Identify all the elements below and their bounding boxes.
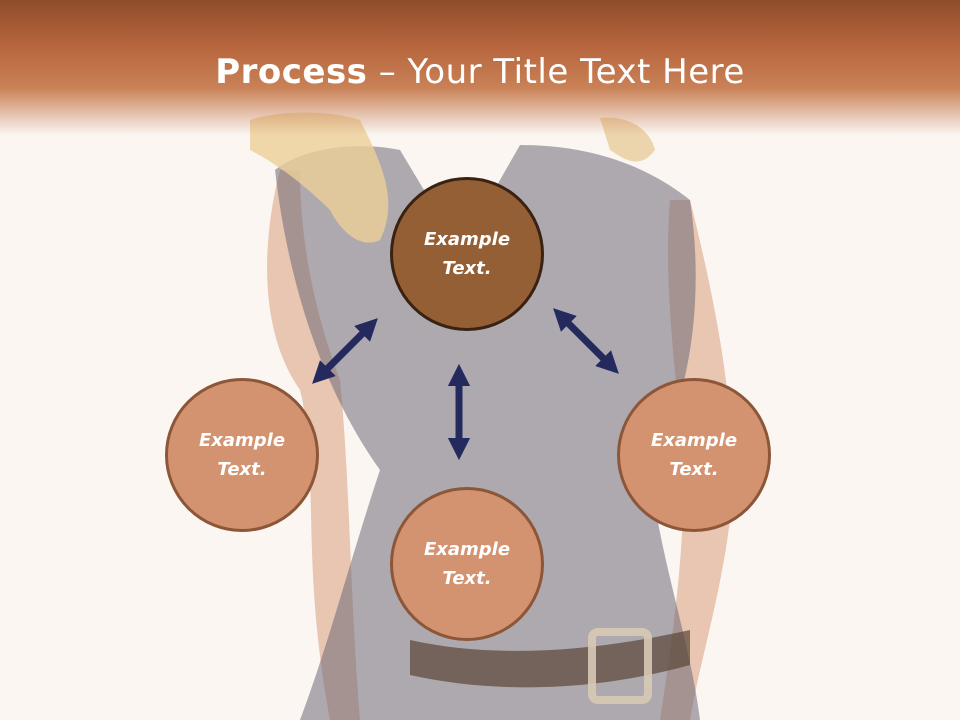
process-node-left-text: Example Text. (198, 430, 286, 480)
process-node-bottom-text: Example Text. (423, 539, 511, 589)
process-node-bottom[interactable]: Example Text. (390, 487, 544, 641)
title-bar (0, 0, 960, 135)
page-title: Process – Your Title Text Here (0, 52, 960, 92)
process-node-top[interactable]: Example Text. (390, 177, 544, 331)
process-node-top-text: Example Text. (423, 229, 511, 279)
process-node-right[interactable]: Example Text. (617, 378, 771, 532)
process-node-right-text: Example Text. (650, 430, 738, 480)
process-node-left[interactable]: Example Text. (165, 378, 319, 532)
arrow-top-left (312, 318, 378, 384)
arrow-top-right (553, 308, 619, 374)
title-bold: Process (215, 52, 368, 92)
title-rest: – Your Title Text Here (367, 52, 745, 92)
